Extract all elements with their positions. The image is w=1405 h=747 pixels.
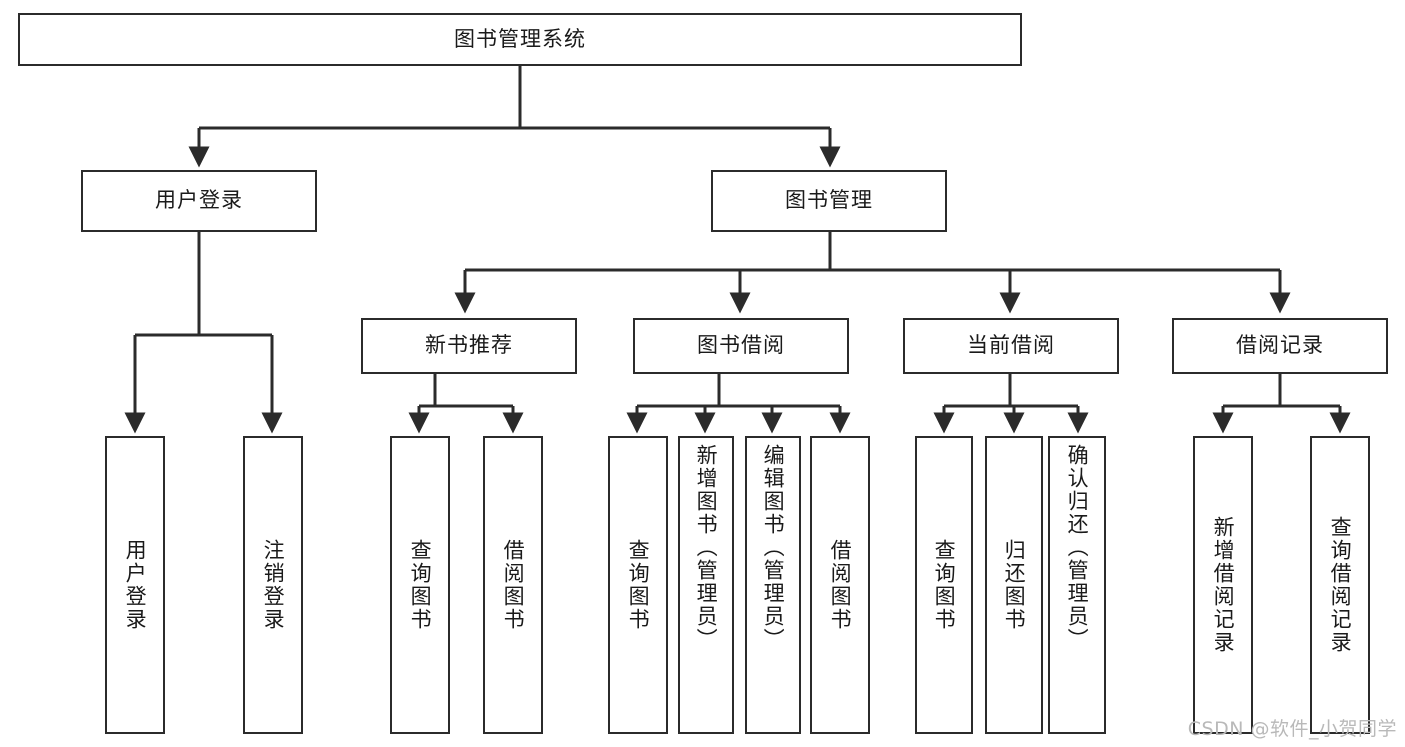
node-leaf-logout-login[interactable]: 注销登录 (243, 436, 303, 734)
node-leaf-query-book-1[interactable]: 查询图书 (390, 436, 450, 734)
node-leaf-query-book-3-label: 查询图书 (932, 539, 957, 631)
node-borrow-record[interactable]: 借阅记录 (1172, 318, 1388, 374)
watermark: CSDN @软件_小贺同学 (1187, 718, 1397, 740)
node-book-borrow-label: 图书借阅 (697, 333, 785, 358)
node-book-manage-label: 图书管理 (785, 188, 873, 213)
node-leaf-confirm-return-label: 确认归还（管理员） (1065, 444, 1090, 651)
node-leaf-edit-book-label: 编辑图书（管理员） (761, 444, 786, 651)
node-leaf-return-book-label: 归还图书 (1002, 539, 1027, 631)
node-current-borrow[interactable]: 当前借阅 (903, 318, 1119, 374)
node-current-borrow-label: 当前借阅 (967, 333, 1055, 358)
node-leaf-confirm-return[interactable]: 确认归还（管理员） (1048, 436, 1106, 734)
node-book-borrow[interactable]: 图书借阅 (633, 318, 849, 374)
node-user-login[interactable]: 用户登录 (81, 170, 317, 232)
node-leaf-return-book[interactable]: 归还图书 (985, 436, 1043, 734)
node-leaf-query-book-1-label: 查询图书 (408, 539, 433, 631)
node-new-book-recommend-label: 新书推荐 (425, 333, 513, 358)
node-leaf-query-book-2-label: 查询图书 (626, 539, 651, 631)
node-root-label: 图书管理系统 (454, 26, 586, 51)
node-new-book-recommend[interactable]: 新书推荐 (361, 318, 577, 374)
node-leaf-add-book[interactable]: 新增图书（管理员） (678, 436, 734, 734)
node-leaf-borrow-book-2-label: 借阅图书 (828, 539, 853, 631)
node-leaf-add-record-label: 新增借阅记录 (1211, 516, 1236, 654)
node-root[interactable]: 图书管理系统 (18, 13, 1022, 66)
node-leaf-user-login-label: 用户登录 (123, 539, 148, 631)
node-leaf-query-book-2[interactable]: 查询图书 (608, 436, 668, 734)
node-leaf-add-book-label: 新增图书（管理员） (694, 444, 719, 651)
node-leaf-borrow-book-1-label: 借阅图书 (501, 539, 526, 631)
node-leaf-query-record[interactable]: 查询借阅记录 (1310, 436, 1370, 734)
node-leaf-user-login[interactable]: 用户登录 (105, 436, 165, 734)
node-book-manage[interactable]: 图书管理 (711, 170, 947, 232)
node-leaf-borrow-book-1[interactable]: 借阅图书 (483, 436, 543, 734)
node-borrow-record-label: 借阅记录 (1236, 333, 1324, 358)
node-user-login-label: 用户登录 (155, 188, 243, 213)
node-leaf-logout-login-label: 注销登录 (261, 539, 286, 631)
node-leaf-edit-book[interactable]: 编辑图书（管理员） (745, 436, 801, 734)
node-leaf-add-record[interactable]: 新增借阅记录 (1193, 436, 1253, 734)
node-leaf-query-book-3[interactable]: 查询图书 (915, 436, 973, 734)
node-leaf-query-record-label: 查询借阅记录 (1328, 516, 1353, 654)
node-leaf-borrow-book-2[interactable]: 借阅图书 (810, 436, 870, 734)
